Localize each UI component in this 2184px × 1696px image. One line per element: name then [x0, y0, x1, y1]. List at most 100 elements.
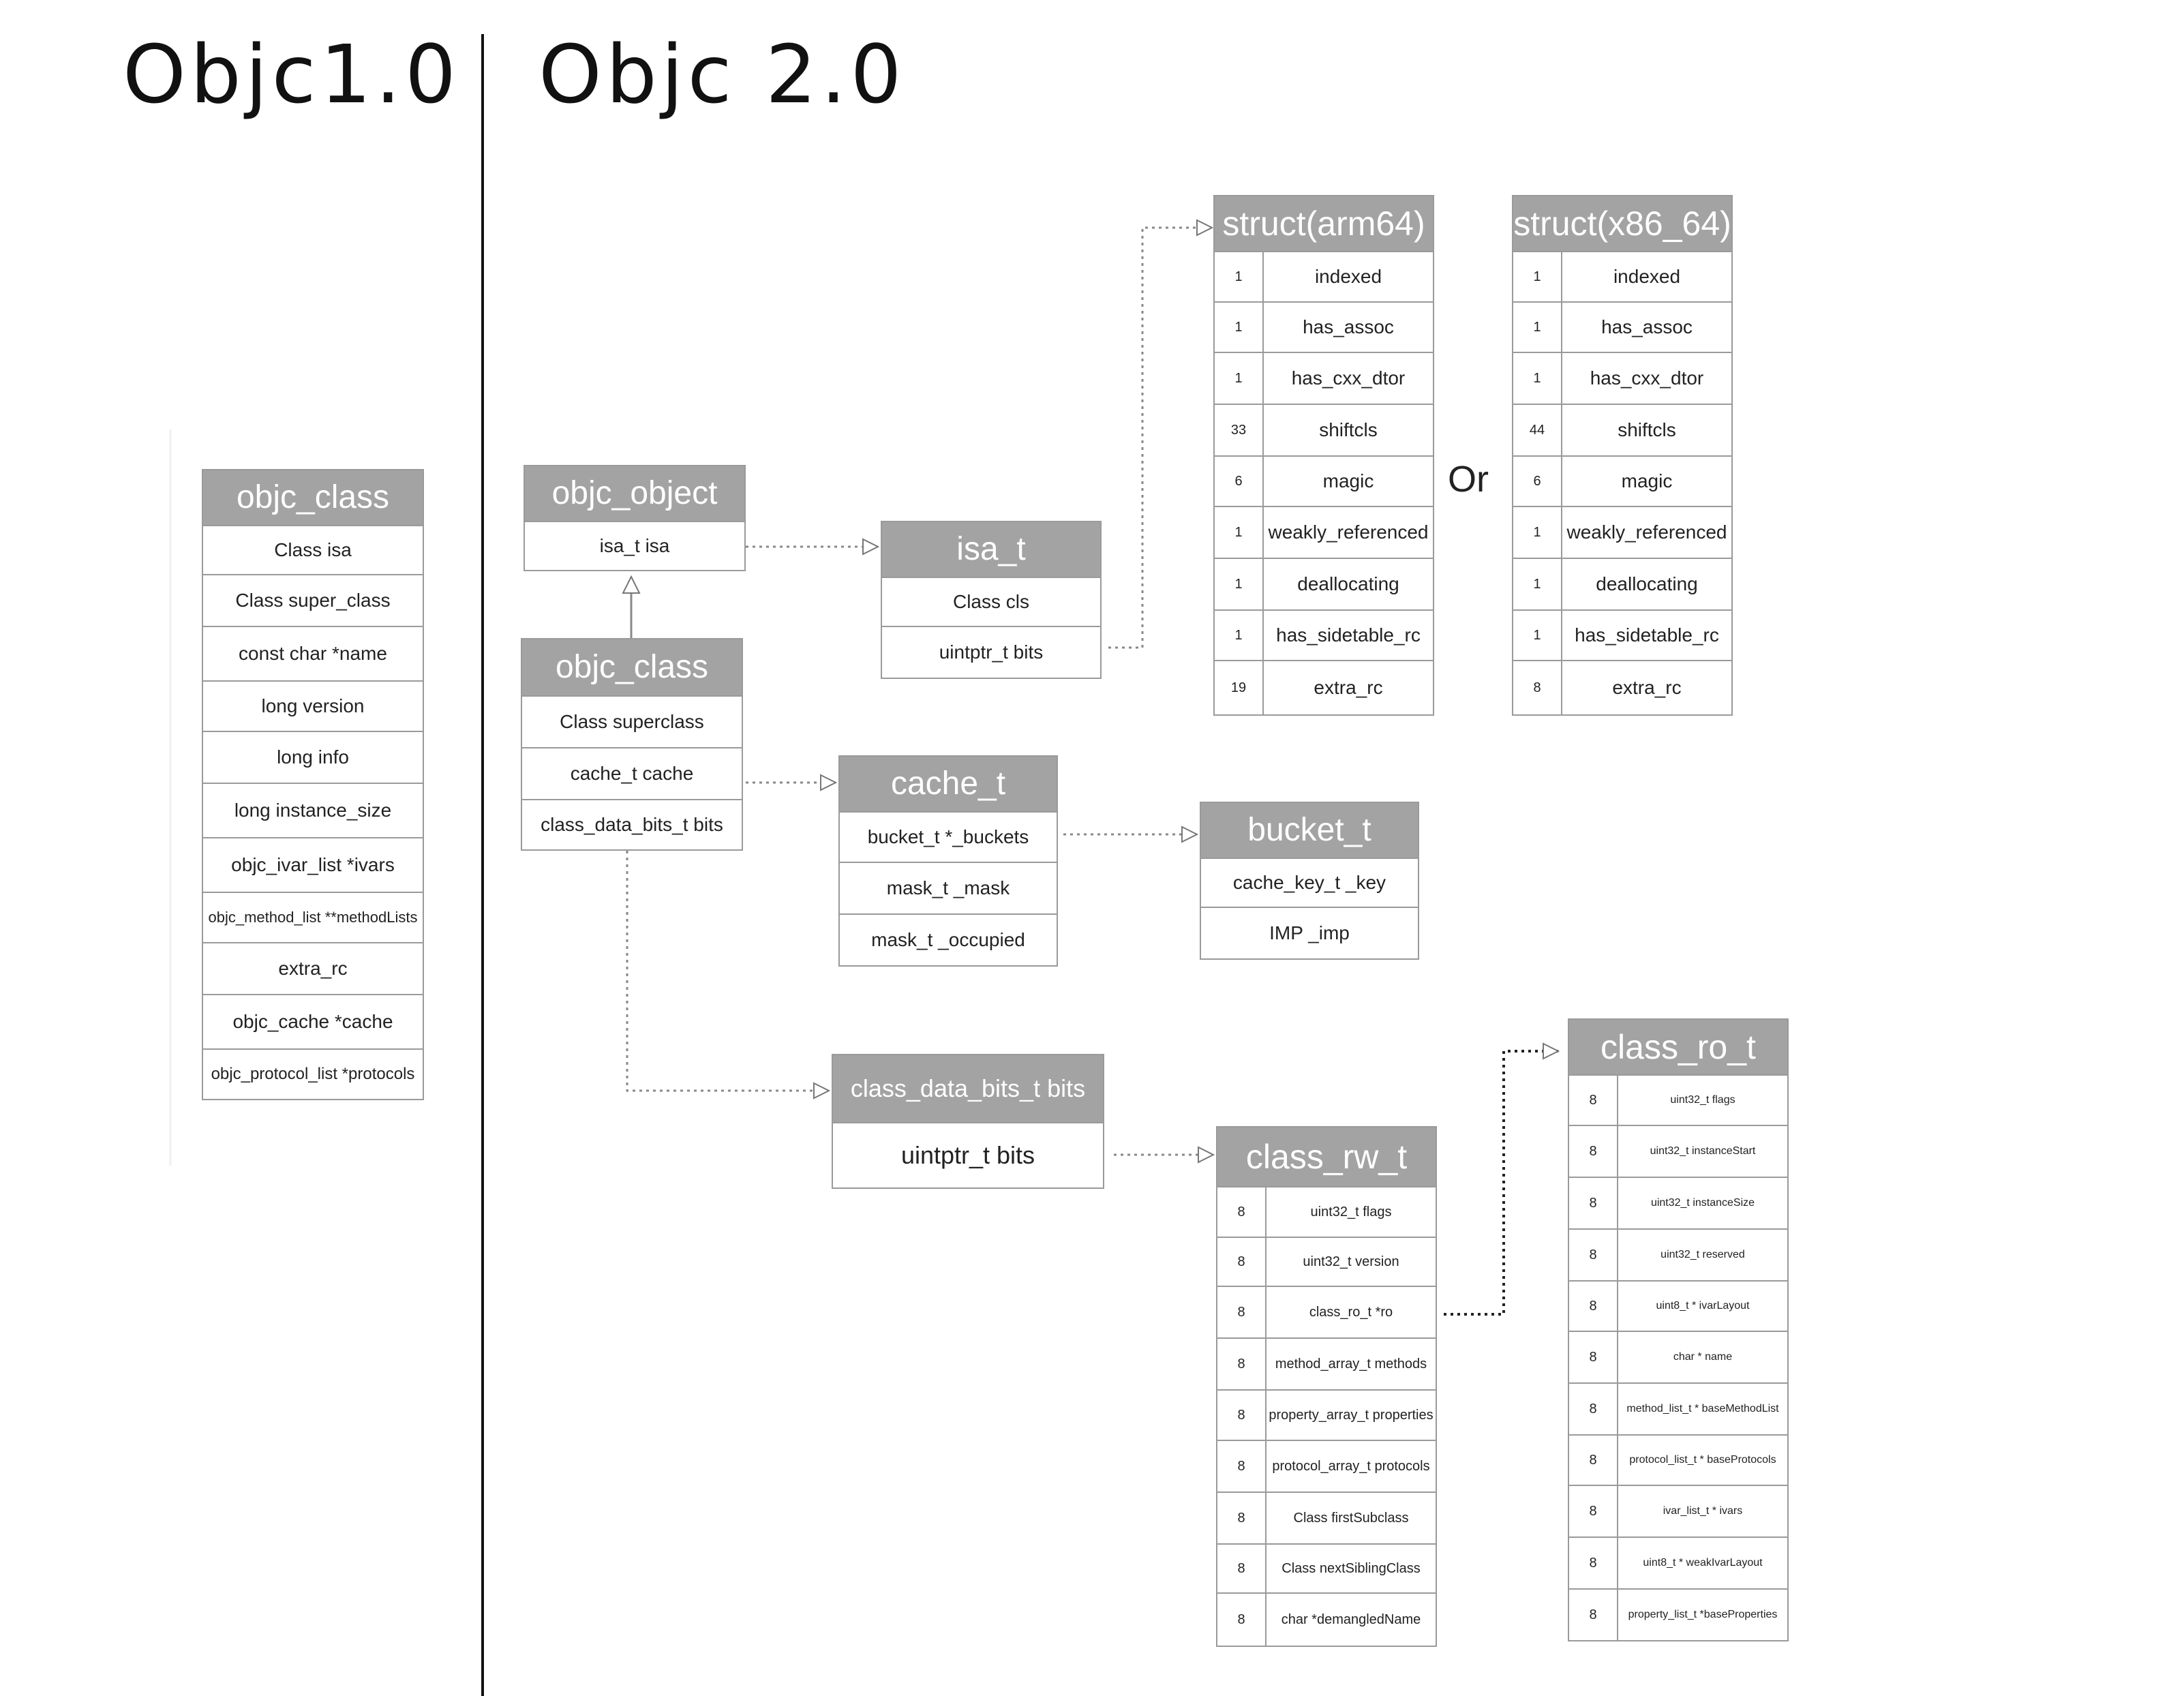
box-row: Class cls: [882, 577, 1100, 626]
field-name: Class firstSubclass: [1293, 1510, 1409, 1526]
box-row: objc_cache *cache: [203, 994, 423, 1048]
field-name: has_sidetable_rc: [1276, 624, 1421, 646]
field-name: has_cxx_dtor: [1291, 367, 1406, 389]
field-name: class_ro_t *ro: [1309, 1304, 1393, 1320]
box-title: objc_class: [203, 470, 423, 525]
link-ro: [1444, 1051, 1558, 1316]
box-row: mask_t _occupied: [840, 913, 1057, 965]
field-name: uint8_t * ivarLayout: [1656, 1300, 1750, 1312]
field-name: uint32_t flags: [1670, 1094, 1735, 1106]
box-row: 8 class_ro_t *ro: [1217, 1286, 1436, 1337]
field-name: uint32_t reserved: [1660, 1249, 1745, 1260]
box-row: mask_t _mask: [840, 862, 1057, 913]
field-name: ivar_list_t * ivars: [1663, 1505, 1743, 1517]
box-row: 44 shiftcls: [1513, 404, 1731, 455]
box-row: class_data_bits_t bits: [522, 799, 742, 849]
bit-width: 1: [1513, 353, 1562, 404]
field-name: shiftcls: [1618, 419, 1676, 440]
field-name: has_assoc: [1303, 316, 1394, 337]
bit-width: 1: [1513, 507, 1562, 558]
inherit-arrowhead: [622, 575, 641, 594]
field-name: deallocating: [1297, 573, 1399, 594]
box-row: IMP _imp: [1201, 907, 1418, 958]
link-struct: [1108, 228, 1212, 649]
box-row: Class superclass: [522, 695, 742, 747]
field-name: method_list_t * baseMethodList: [1626, 1403, 1779, 1414]
box-title: cache_t: [840, 757, 1057, 811]
bit-width: 8: [1569, 1590, 1618, 1640]
field-name: Class nextSiblingClass: [1281, 1560, 1421, 1576]
box-row: 8 protocol_list_t * baseProtocols: [1569, 1434, 1787, 1485]
bit-width: 1: [1513, 611, 1562, 660]
box-row: bucket_t *_buckets: [840, 811, 1057, 862]
bit-width: 8: [1217, 1493, 1267, 1543]
box-row: cache_key_t _key: [1201, 858, 1418, 907]
box-row: 8 uint32_t reserved: [1569, 1228, 1787, 1280]
field-name: protocol_list_t * baseProtocols: [1629, 1454, 1776, 1466]
box-row: 1 deallocating: [1513, 558, 1731, 609]
field-name: protocol_array_t protocols: [1272, 1458, 1430, 1474]
bit-width: 1: [1215, 507, 1264, 558]
bit-width: 1: [1513, 559, 1562, 609]
field-name: property_list_t *baseProperties: [1628, 1609, 1778, 1620]
field-name: uint32_t instanceSize: [1650, 1197, 1755, 1209]
field-name: char *demangledName: [1281, 1611, 1421, 1627]
box-title: class_ro_t: [1569, 1020, 1787, 1074]
field-name: uint8_t * weakIvarLayout: [1643, 1557, 1763, 1569]
box-title: objc_object: [525, 466, 744, 521]
box-title: bucket_t: [1201, 803, 1418, 858]
box-row: uintptr_t bits: [833, 1122, 1103, 1187]
field-name: uint32_t version: [1303, 1254, 1399, 1269]
bit-width: 8: [1217, 1391, 1267, 1440]
bit-width: 8: [1569, 1230, 1618, 1280]
bit-width: 8: [1569, 1436, 1618, 1485]
field-name: property_array_t properties: [1269, 1407, 1434, 1423]
box-row: const char *name: [203, 626, 423, 680]
box-row: uintptr_t bits: [882, 626, 1100, 678]
bit-width: 44: [1513, 405, 1562, 455]
bit-width: 33: [1215, 405, 1264, 455]
bit-width: 1: [1215, 252, 1264, 301]
bit-width: 8: [1513, 661, 1562, 714]
bit-width: 8: [1569, 1486, 1618, 1536]
field-name: magic: [1621, 470, 1673, 491]
box-row: 8 uint8_t * weakIvarLayout: [1569, 1536, 1787, 1588]
title-objc2: Objc 2.0: [539, 27, 906, 121]
bit-width: 6: [1215, 457, 1264, 506]
bit-width: 8: [1569, 1538, 1618, 1588]
field-name: uint32_t instanceStart: [1650, 1145, 1756, 1157]
box-row: long version: [203, 680, 423, 731]
bit-width: 8: [1217, 1339, 1267, 1389]
field-name: has_assoc: [1601, 316, 1693, 337]
bit-width: 8: [1217, 1287, 1267, 1337]
box-row: objc_protocol_list *protocols: [203, 1048, 423, 1099]
box-row: 8 property_list_t *baseProperties: [1569, 1588, 1787, 1640]
field-name: extra_rc: [1314, 677, 1383, 698]
field-name: deallocating: [1596, 573, 1698, 594]
